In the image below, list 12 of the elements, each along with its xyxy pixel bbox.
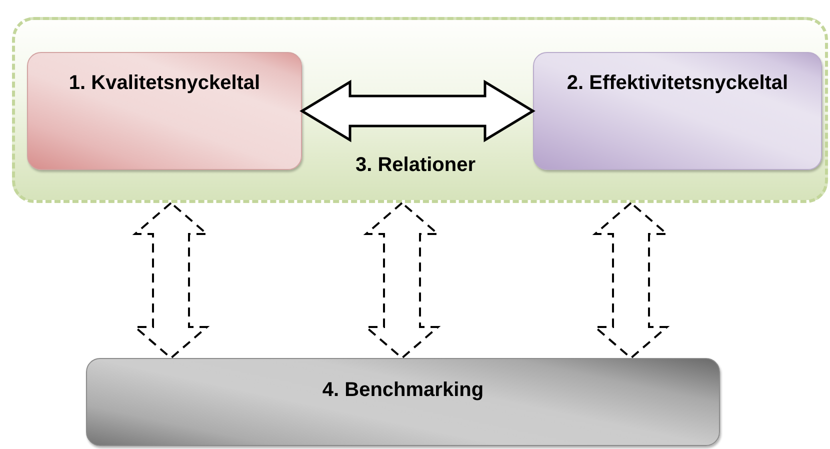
edge-label: 3. Relationer: [355, 153, 476, 177]
box-title: 2. Effektivitetsnyckeltal: [566, 71, 788, 95]
process-box: [86, 358, 720, 446]
box-title: 4. Benchmarking: [322, 378, 484, 402]
dashed-double-arrow: [592, 202, 670, 360]
process-box: [27, 52, 302, 170]
dashed-double-arrow: [132, 202, 210, 360]
double-arrow: [300, 80, 536, 142]
box-title: 1. Kvalitetsnyckeltal: [68, 71, 260, 95]
dashed-group-panel: [12, 17, 828, 203]
dashed-double-arrow: [363, 202, 441, 360]
process-box: [533, 52, 822, 170]
